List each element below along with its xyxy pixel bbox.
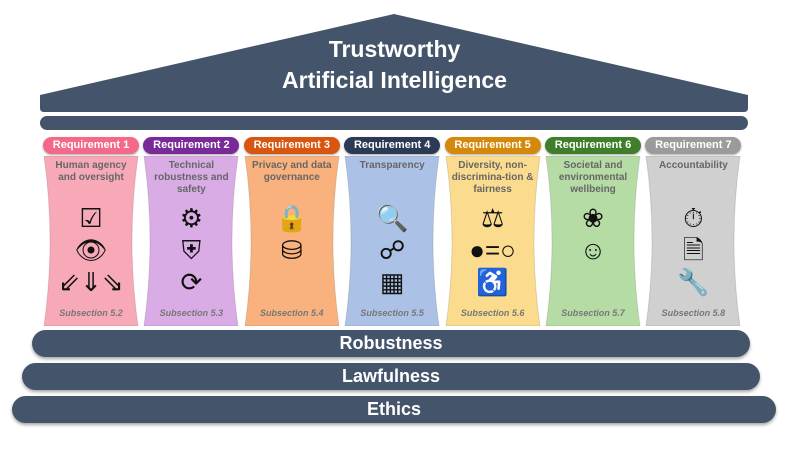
gears-icon: ⚙ <box>179 203 204 233</box>
foundation-lawfulness: Lawfulness <box>22 363 760 390</box>
requirement-name: Diversity, non-discrimina-tion & fairnes… <box>451 160 534 195</box>
requirement-5-label: Requirement 5 <box>444 137 541 154</box>
care-hands-icon: ☺ <box>579 235 607 265</box>
locked-document-icon: 🔒 <box>275 203 308 233</box>
subsection-reference: Subsection 5.4 <box>260 308 324 318</box>
subsection-reference: Subsection 5.3 <box>159 308 224 318</box>
requirement-name: Societal and environmental wellbeing <box>558 160 628 195</box>
requirement-name: Human agency and oversight <box>55 160 127 183</box>
brain-network-icon: ☍ <box>379 235 406 265</box>
roof <box>40 14 748 130</box>
shield-plus-icon: ⛨ <box>181 235 202 265</box>
replay-icon: ⟳ <box>180 267 203 297</box>
requirement-icons: ⏱🗎🔧 <box>644 202 742 298</box>
dashboard-icon: ▦ <box>379 267 405 297</box>
butterfly-icon: ❀ <box>582 203 604 233</box>
requirement-3-label: Requirement 3 <box>243 137 340 154</box>
requirement-icons: ☑👁⇙⇓⇘ <box>42 202 140 298</box>
requirement-4-pillar: Transparency 🔍☍▦ Subsection 5.5 <box>343 156 441 326</box>
equality-icon: ●=○ <box>469 235 516 265</box>
subsection-reference: Subsection 5.5 <box>360 308 424 318</box>
requirement-name: Accountability <box>658 160 728 171</box>
magnify-flow-icon: 🔍 <box>376 203 409 233</box>
requirement-6-pillar: Societal and environmental wellbeing ❀☺ … <box>544 156 642 326</box>
requirement-icons: ⚖●=○♿ <box>444 202 542 298</box>
subsection-reference: Subsection 5.7 <box>561 308 625 318</box>
requirement-3-pillar: Privacy and data governance 🔒⛁ Subsectio… <box>243 156 341 326</box>
requirement-6-label: Requirement 6 <box>545 137 641 154</box>
title-line-1: Trustworthy <box>328 36 461 62</box>
arrows-down-icon: ⇙⇓⇘ <box>58 267 124 297</box>
requirement-icons: ⚙⛨⟳ <box>142 202 240 298</box>
database-icon: ⛁ <box>280 235 303 265</box>
audit-document-icon: 🗎 <box>682 235 704 265</box>
requirement-7-pillar: Accountability ⏱🗎🔧 Subsection 5.8 <box>644 156 742 326</box>
subsection-reference: Subsection 5.6 <box>460 308 525 318</box>
requirement-1-label: Requirement 1 <box>43 137 139 154</box>
accessibility-icon: ♿ <box>476 267 509 297</box>
foundation-robustness: Robustness <box>32 330 750 357</box>
stopwatch-icon: ⏱ <box>683 203 704 233</box>
subsection-reference: Subsection 5.2 <box>59 308 123 318</box>
requirement-icons: ❀☺ <box>544 202 642 266</box>
scales-icon: ⚖ <box>480 203 505 233</box>
requirement-5-pillar: Diversity, non-discrimina-tion & fairnes… <box>444 156 542 326</box>
requirement-1-pillar: Human agency and oversight ☑👁⇙⇓⇘ Subsect… <box>42 156 140 326</box>
requirement-icons: 🔒⛁ <box>243 202 341 266</box>
requirement-name: Technical robustness and safety <box>154 160 229 195</box>
requirement-7-label: Requirement 7 <box>645 137 742 154</box>
requirement-name: Privacy and data governance <box>252 160 332 183</box>
requirement-2-pillar: Technical robustness and safety ⚙⛨⟳ Subs… <box>142 156 240 326</box>
checklist-person-icon: ☑ <box>79 203 103 233</box>
eye-icon: 👁 <box>74 235 108 265</box>
requirement-icons: 🔍☍▦ <box>343 202 441 298</box>
wrench-hand-icon: 🔧 <box>677 267 710 297</box>
requirement-name: Transparency <box>359 160 425 171</box>
requirement-2-label: Requirement 2 <box>143 137 240 154</box>
requirement-4-label: Requirement 4 <box>344 137 441 154</box>
subsection-reference: Subsection 5.8 <box>661 308 726 318</box>
title-line-2: Artificial Intelligence <box>282 67 507 93</box>
foundation-ethics: Ethics <box>12 396 776 423</box>
